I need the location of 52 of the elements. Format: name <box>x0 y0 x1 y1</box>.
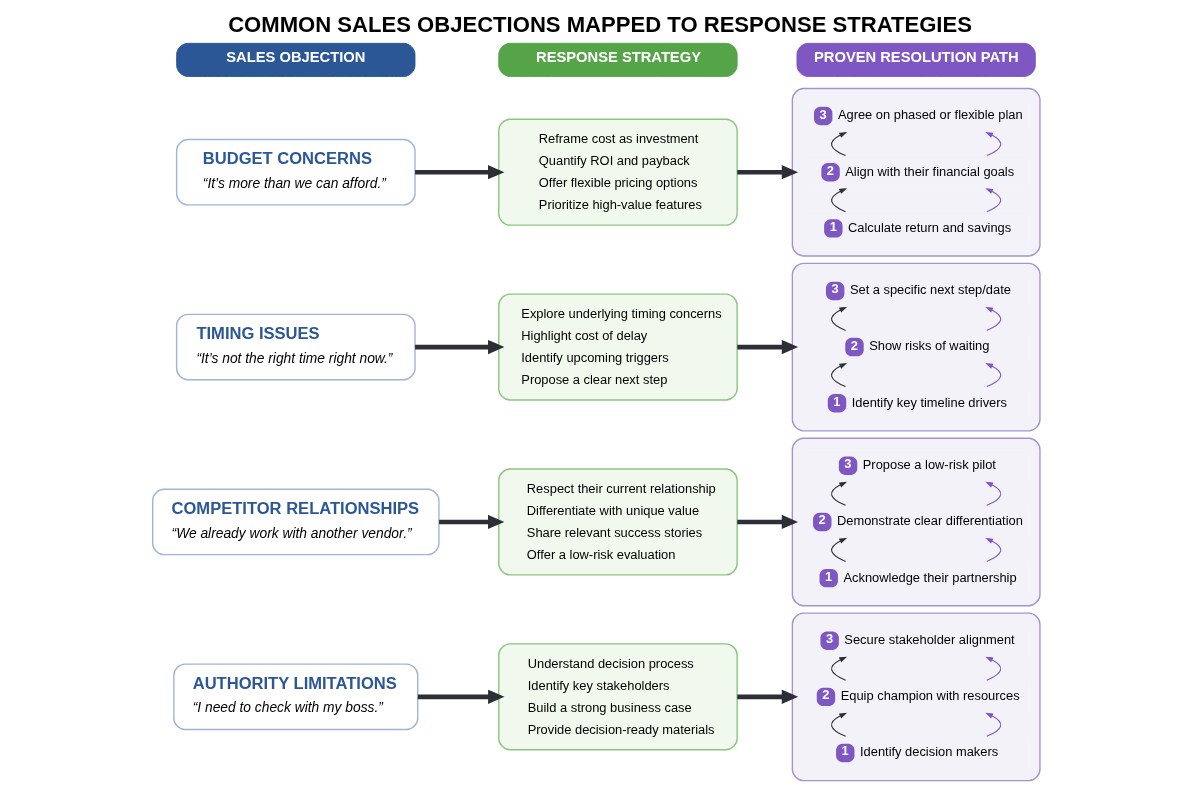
node-box: Respect their current relationship Differentiate with unique value Share relevant success stories Offer a low-risk evaluation <box>498 468 738 576</box>
node-box: Explore underlying timing concerns Highlight cost of delay Identify upcoming triggers Propose a clear next step <box>498 293 738 401</box>
node-label: Propose a low-risk pilot <box>862 457 996 473</box>
node-box: Reframe cost as investment Quantify ROI and payback Offer flexible pricing options Prioritize high-value features <box>498 118 738 226</box>
arrow <box>831 481 848 506</box>
arrow <box>985 132 1002 157</box>
cluster <box>791 262 1041 432</box>
node-box: PROVEN RESOLUTION PATH <box>796 42 1036 77</box>
node-box: Understand decision process Identify key stakeholders Build a strong business case Provide decision-ready materials <box>498 643 738 751</box>
arrow <box>737 689 799 704</box>
node-label: Demonstrate clear differentiation <box>837 513 1023 529</box>
arrow <box>985 306 1002 331</box>
arrow <box>831 188 848 213</box>
arrow <box>439 514 505 530</box>
arrow <box>985 656 1002 681</box>
node-label: Agree on phased or flexible plan <box>837 107 1023 123</box>
node-label: Acknowledge their partnership <box>843 569 1017 585</box>
arrow <box>737 165 799 180</box>
node-box: BUDGET CONCERNS “It’s more than we can afford.” <box>175 138 416 206</box>
arrow <box>985 481 1002 506</box>
arrow <box>417 689 505 704</box>
node-label: Equip champion with resources <box>840 688 1020 704</box>
node-box: TIMING ISSUES “It’s not the right time right now.” <box>175 313 416 381</box>
cluster <box>791 437 1041 607</box>
arrow <box>831 363 848 388</box>
arrow <box>831 537 848 562</box>
cluster <box>791 87 1041 257</box>
arrow <box>985 537 1002 562</box>
node-label: Identify key timeline drivers <box>851 394 1008 410</box>
node-label: Calculate return and savings <box>848 219 1012 235</box>
cluster <box>791 612 1041 782</box>
node-box: AUTHORITY LIMITATIONS “I need to check with my boss.” <box>173 663 419 731</box>
arrow <box>415 165 505 180</box>
arrow <box>985 712 1002 737</box>
arrow <box>415 339 505 355</box>
arrow <box>737 514 799 530</box>
arrow <box>831 306 848 331</box>
node-box: SALES OBJECTION <box>176 42 416 77</box>
arrow <box>831 132 848 157</box>
arrow <box>831 656 848 681</box>
node-box: RESPONSE STRATEGY <box>498 42 738 77</box>
diagram-title: COMMON SALES OBJECTIONS MAPPED TO RESPONSE STRATEGIES <box>228 12 972 38</box>
arrow <box>985 363 1002 388</box>
node-label: Align with their financial goals <box>845 163 1015 179</box>
node-label: Show risks of waiting <box>869 338 990 354</box>
arrow <box>985 188 1002 213</box>
node-label: Secure stakeholder alignment <box>844 632 1015 648</box>
node-box: COMPETITOR RELATIONSHIPS “We already work with another vendor.” <box>152 488 440 556</box>
node-label: Identify decision makers <box>860 744 999 760</box>
arrow <box>737 339 799 355</box>
arrow <box>831 712 848 737</box>
node-label: Set a specific next step/date <box>849 282 1011 298</box>
